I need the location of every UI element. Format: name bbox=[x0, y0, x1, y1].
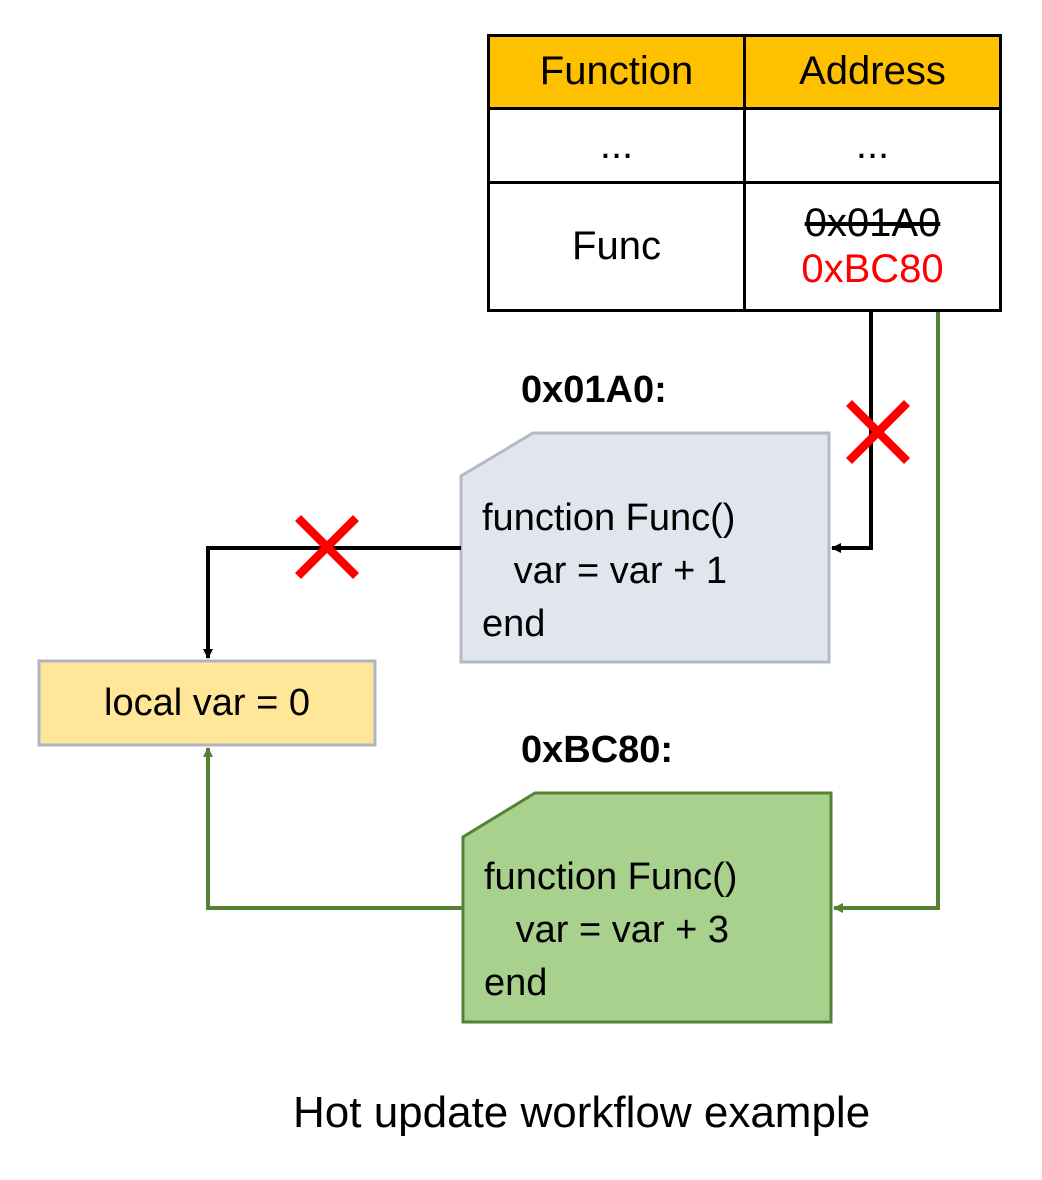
new-function-block bbox=[461, 791, 833, 1024]
new-block-address-label: 0xBC80: bbox=[521, 729, 674, 771]
table-header-address: Address bbox=[743, 34, 1002, 110]
old-block-address-label: 0x01A0: bbox=[521, 369, 667, 411]
old-block-to-local-connector bbox=[203, 546, 461, 659]
old-block-code: function Func() var = var + 1 end bbox=[482, 492, 735, 651]
code-line: var = var + 1 bbox=[482, 550, 727, 592]
code-line: end bbox=[482, 603, 546, 645]
table-cell-address: ... bbox=[743, 106, 1002, 184]
table-cell-function: Func bbox=[487, 180, 746, 313]
table-row: ... ... bbox=[487, 106, 1002, 184]
diagram-caption: Hot update workflow example bbox=[293, 1088, 871, 1137]
new-pointer-connector bbox=[833, 312, 940, 913]
new-address: 0xBC80 bbox=[801, 247, 944, 292]
local-var-box bbox=[37, 659, 377, 747]
old-function-block bbox=[459, 431, 831, 664]
new-block-code: function Func() var = var + 3 end bbox=[484, 851, 737, 1010]
new-block-to-local-connector bbox=[203, 747, 463, 910]
table-cell-address: 0x01A0 0xBC80 bbox=[743, 180, 1002, 313]
function-address-table: Function Address ... ... Func 0x01A0 0xB… bbox=[487, 34, 1002, 313]
table-row: Func 0x01A0 0xBC80 bbox=[487, 180, 1002, 313]
table-header-function: Function bbox=[487, 34, 746, 110]
code-line: var = var + 3 bbox=[484, 909, 729, 951]
code-line: function Func() bbox=[484, 856, 738, 898]
cross-icon bbox=[846, 400, 910, 464]
code-line: function Func() bbox=[482, 497, 736, 539]
local-var-text: local var = 0 bbox=[104, 681, 310, 724]
old-pointer-connector bbox=[831, 312, 873, 553]
old-address: 0x01A0 bbox=[804, 201, 941, 246]
code-line: end bbox=[484, 962, 548, 1004]
cross-icon bbox=[295, 515, 359, 579]
table-cell-function: ... bbox=[487, 106, 746, 184]
